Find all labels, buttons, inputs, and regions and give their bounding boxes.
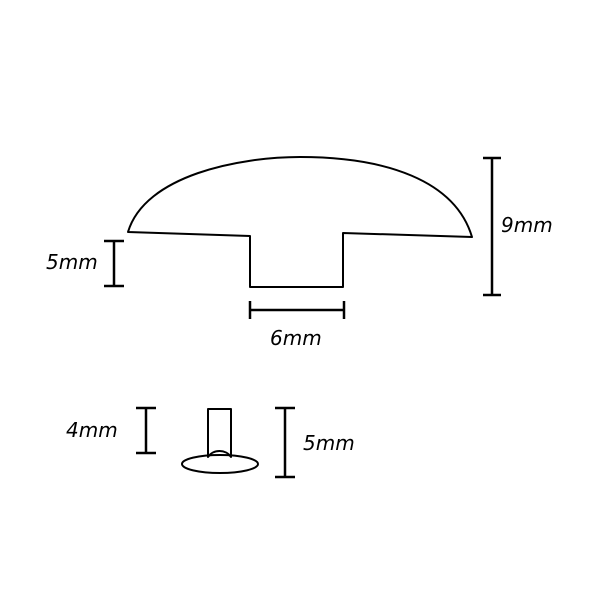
stem-width-label: 6mm: [270, 326, 322, 350]
lip-dimension: [104, 239, 124, 288]
t-profile-drawing: [127, 156, 473, 288]
shaft-dimension: [136, 406, 156, 455]
height-label: 9mm: [501, 213, 553, 237]
shaft-label: 4mm: [66, 418, 118, 442]
pin-drawing: [181, 408, 259, 474]
lip-label: 5mm: [46, 250, 98, 274]
pin-height-label: 5mm: [303, 431, 355, 455]
t-profile-outline: [127, 156, 473, 288]
stem-width-dimension: [248, 301, 346, 319]
pin-base: [181, 454, 259, 474]
height-dimension: [483, 156, 501, 297]
pin-height-dimension: [275, 406, 295, 479]
pin-shaft: [207, 408, 232, 458]
